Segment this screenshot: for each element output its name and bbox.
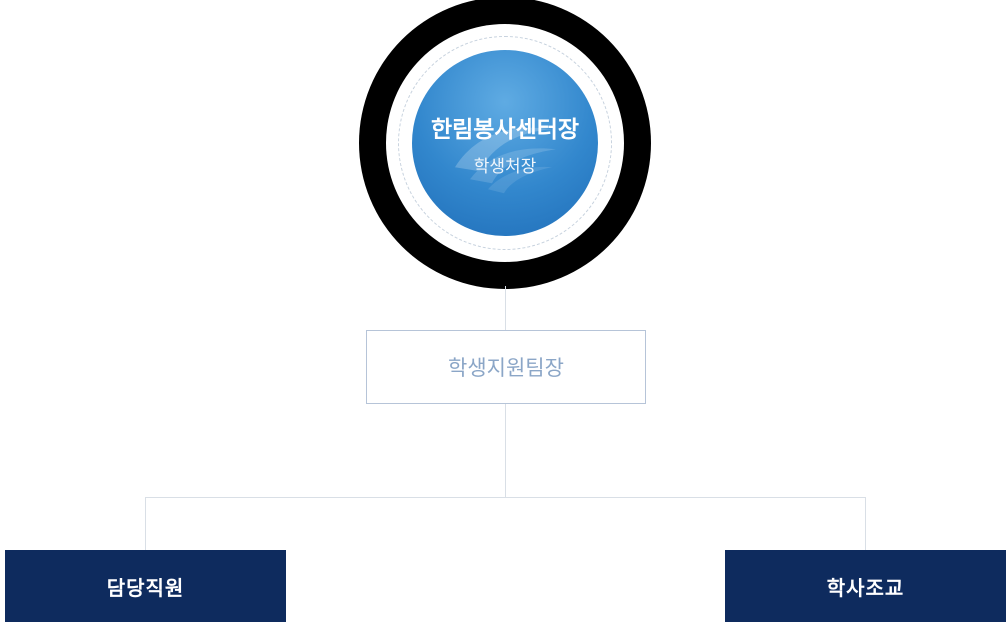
leaf-node-assistant-label: 학사조교 bbox=[826, 577, 905, 600]
root-node-title: 한림봉사센터장 bbox=[430, 115, 580, 142]
leaf-node-staff: 담당직원 bbox=[5, 550, 286, 622]
leaf-node-staff-label: 담당직원 bbox=[106, 577, 185, 600]
connector-branch-to-right-leaf bbox=[865, 497, 866, 550]
leaf-node-assistant: 학사조교 bbox=[725, 550, 1006, 622]
root-node-subtitle: 학생처장 bbox=[473, 156, 537, 176]
root-node-dashed-ring: 한림봉사센터장 학생처장 bbox=[398, 36, 612, 250]
root-node-outer-ring: 한림봉사센터장 학생처장 bbox=[359, 0, 651, 289]
root-node-white-ring: 한림봉사센터장 학생처장 bbox=[386, 24, 624, 262]
middle-node: 학생지원팀장 bbox=[366, 330, 646, 404]
connector-branch-to-left-leaf bbox=[145, 497, 146, 550]
middle-node-label: 학생지원팀장 bbox=[448, 357, 564, 380]
connector-root-to-middle bbox=[505, 286, 506, 330]
root-node: 한림봉사센터장 학생처장 bbox=[412, 50, 598, 236]
connector-middle-to-branch bbox=[505, 404, 506, 497]
connector-branch-horizontal bbox=[145, 497, 866, 498]
